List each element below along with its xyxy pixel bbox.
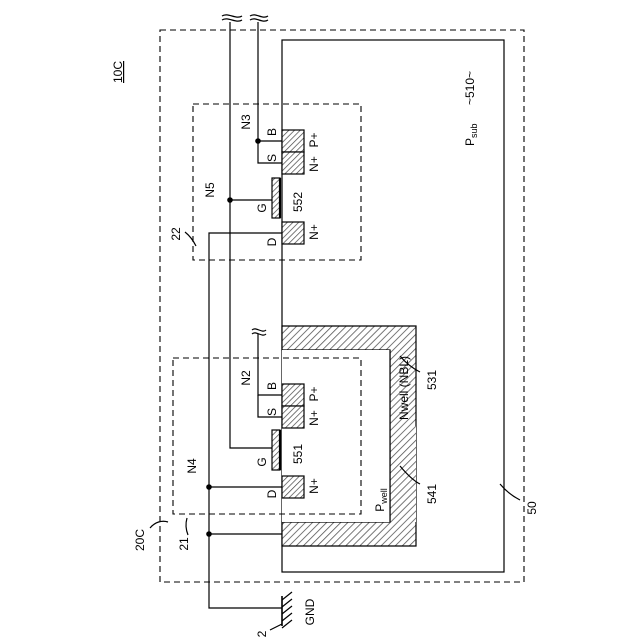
gate-551 bbox=[272, 430, 280, 470]
label-n4: N4 bbox=[185, 458, 199, 474]
label-510: ~510~ bbox=[463, 71, 477, 105]
label-d-551: D bbox=[265, 489, 279, 498]
node-dot-n4 bbox=[206, 484, 212, 490]
pplus-diffusion-552 bbox=[282, 130, 304, 152]
label-531: 531 bbox=[425, 370, 439, 390]
label-n2: N2 bbox=[239, 370, 253, 386]
label-50: 50 bbox=[525, 501, 539, 515]
label-552: 552 bbox=[291, 192, 305, 212]
label-psub: Psub bbox=[463, 123, 479, 146]
wire-n3-body bbox=[258, 22, 282, 141]
label-551: 551 bbox=[291, 444, 305, 464]
label-s-551: S bbox=[265, 408, 279, 416]
label-g-551: G bbox=[255, 457, 269, 466]
label-nplus-src-552: N+ bbox=[307, 156, 321, 172]
wire-break-top-left bbox=[222, 15, 242, 17]
nplus-source-552 bbox=[282, 152, 304, 174]
label-pplus-552: P+ bbox=[307, 132, 321, 147]
label-541: 541 bbox=[425, 484, 439, 504]
node-dot-n5 bbox=[227, 197, 233, 203]
leader-21 bbox=[186, 518, 188, 535]
pplus-diffusion-551 bbox=[282, 384, 304, 406]
label-21: 21 bbox=[177, 537, 191, 551]
label-nplus-drn-552: N+ bbox=[307, 224, 321, 240]
label-psub-sub: sub bbox=[469, 123, 479, 138]
node-dot-nwell bbox=[206, 531, 212, 537]
label-pwell-sub: well bbox=[379, 488, 389, 505]
nplus-drain-551 bbox=[282, 476, 304, 498]
label-n5: N5 bbox=[203, 182, 217, 198]
wire-break-top-left-2 bbox=[222, 19, 242, 21]
label-10c: 10C bbox=[111, 61, 125, 83]
leader-50 bbox=[500, 484, 520, 500]
wire-break-top-right-2 bbox=[250, 19, 268, 21]
label-2: 2 bbox=[255, 630, 269, 637]
nplus-drain-552 bbox=[282, 222, 304, 244]
label-pplus-551: P+ bbox=[307, 386, 321, 401]
nplus-source-551 bbox=[282, 406, 304, 428]
leader-gnd bbox=[270, 624, 282, 630]
label-20c: 20C bbox=[133, 529, 147, 551]
gnd-hatch bbox=[282, 592, 292, 628]
label-gnd: GND bbox=[303, 598, 317, 625]
wire-break-n2-2 bbox=[252, 333, 266, 335]
gate-552 bbox=[272, 178, 280, 218]
label-pwell-p: P bbox=[373, 504, 387, 512]
label-n3: N3 bbox=[239, 114, 253, 130]
leader-22 bbox=[185, 232, 196, 246]
label-g-552: G bbox=[255, 203, 269, 212]
leader-20c bbox=[150, 521, 168, 528]
label-nplus-src-551: N+ bbox=[307, 410, 321, 426]
label-b-552: B bbox=[265, 128, 279, 136]
label-nplus-drn-551: N+ bbox=[307, 478, 321, 494]
label-22: 22 bbox=[169, 227, 183, 241]
label-d-552: D bbox=[265, 237, 279, 246]
wire-break-top-right bbox=[250, 15, 268, 17]
label-s-552: S bbox=[265, 154, 279, 162]
label-b-551: B bbox=[265, 382, 279, 390]
wire-break-n2 bbox=[252, 329, 266, 331]
label-nwell: Nwell (NBL) bbox=[397, 356, 411, 420]
label-psub-p: P bbox=[463, 138, 477, 146]
wire-drain-gnd bbox=[209, 233, 282, 608]
